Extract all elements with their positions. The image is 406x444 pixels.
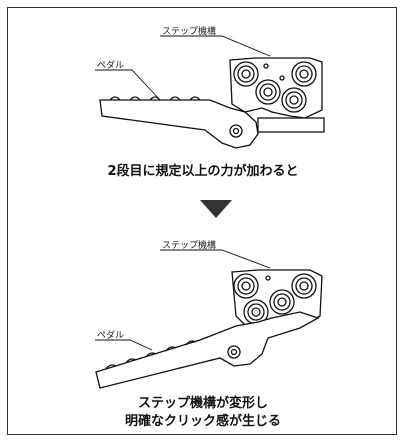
top-step-leader xyxy=(160,35,271,57)
bottom-pedal-label: ペダル xyxy=(97,331,125,341)
figure-frame xyxy=(7,7,397,435)
top-gears xyxy=(233,61,317,113)
bottom-gears xyxy=(233,273,317,325)
top-pedal-label: ペダル xyxy=(97,61,125,71)
top-diagram xyxy=(95,35,325,149)
bottom-caption-line2: 明確なクリック感が生じる xyxy=(124,414,281,429)
top-caption: 2段目に規定以上の力が加わると xyxy=(107,164,299,179)
top-pedal-leader xyxy=(95,69,161,101)
top-step-label: ステップ機構 xyxy=(162,27,217,37)
bottom-pedal xyxy=(95,311,320,389)
bottom-pedal-leader xyxy=(95,339,153,351)
down-arrow xyxy=(200,200,232,218)
bottom-step-leader xyxy=(160,249,271,269)
bottom-caption-line1: ステップ機構が変形し xyxy=(137,396,268,411)
bottom-diagram xyxy=(95,249,323,389)
top-pedal xyxy=(99,96,325,149)
bottom-step-label: ステップ機構 xyxy=(162,241,217,251)
top-step-mechanism xyxy=(229,57,323,119)
